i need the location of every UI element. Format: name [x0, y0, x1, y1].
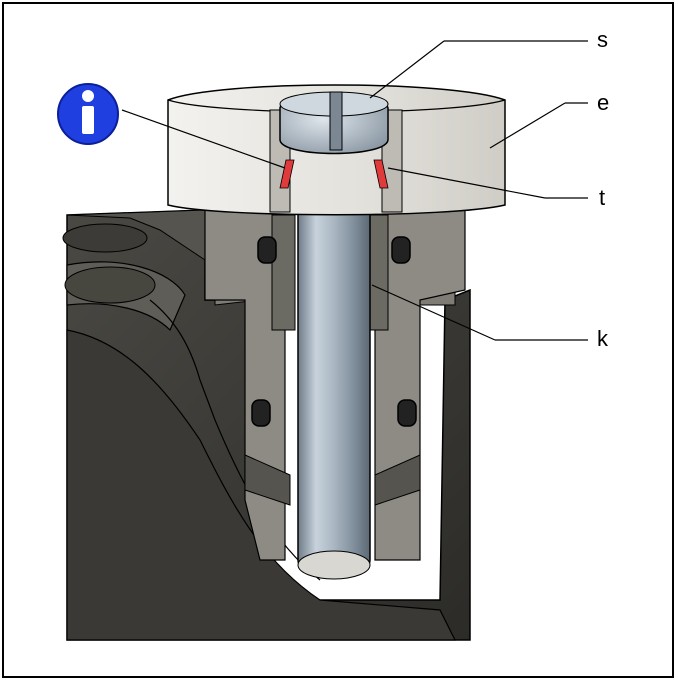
pin-shaft — [297, 149, 371, 580]
callout-k: k — [597, 326, 608, 351]
callout-e: e — [597, 90, 610, 115]
o-rings — [251, 236, 417, 427]
seal-faces — [279, 159, 389, 189]
leader-lines — [121, 40, 588, 341]
leader-info — [121, 109, 286, 169]
callout-s: s — [597, 27, 608, 52]
info-icon — [57, 83, 119, 145]
bore-section — [204, 209, 466, 561]
callout-t: t — [599, 185, 606, 210]
screw-head — [279, 91, 389, 155]
